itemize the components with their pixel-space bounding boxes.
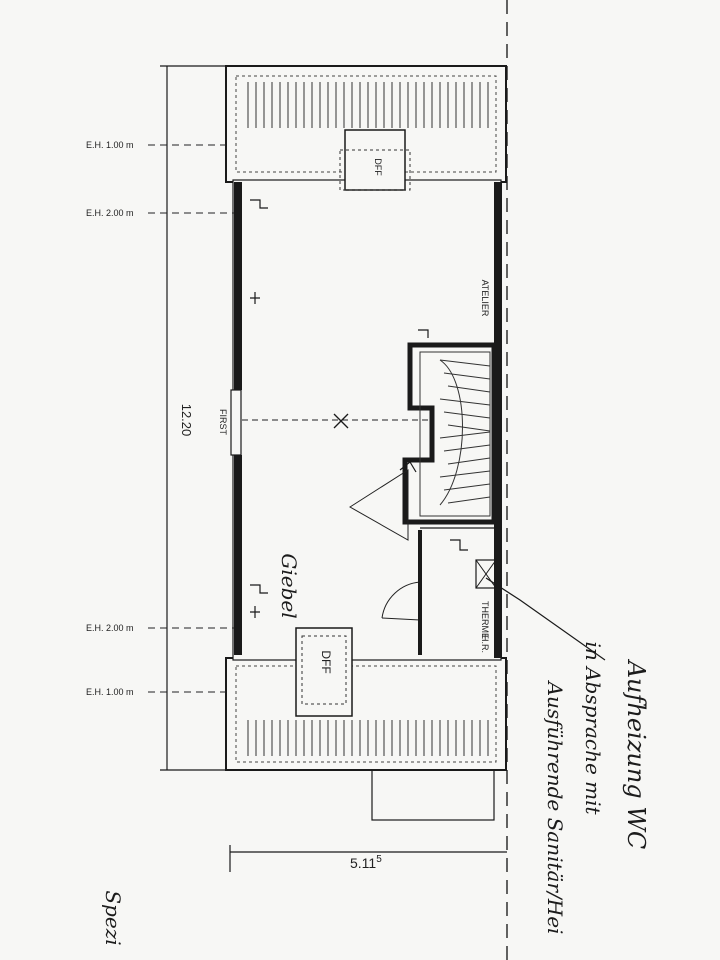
stair-tread	[443, 411, 491, 419]
handwriting-corner: Spezi	[101, 890, 125, 945]
width-dimension: 5.115	[350, 854, 382, 871]
handwriting-line-3: Ausführende Sanitär/Hei	[543, 680, 567, 935]
heizung-short-label: H.R.	[480, 635, 490, 653]
first-label: FIRST	[218, 409, 228, 436]
handwriting-line-2: in Absprache mit	[581, 641, 605, 815]
staircase	[402, 342, 497, 525]
roof-bottom	[225, 657, 507, 771]
dachfenster-top-label: DFF	[373, 158, 383, 176]
stair-tread	[443, 483, 491, 491]
atelier-label: ATELIER	[480, 280, 490, 317]
eh-bot-2: E.H. 2.00 m	[86, 623, 134, 633]
balcony-outline	[371, 769, 495, 821]
stair-tread	[447, 496, 491, 504]
dimension-vertical	[160, 65, 226, 771]
door-swing-left	[349, 469, 409, 541]
socket-icons	[250, 199, 468, 618]
therme-label: THERME	[480, 601, 490, 639]
stair-tread	[447, 457, 491, 465]
eh-top-2: E.H. 2.00 m	[86, 208, 134, 218]
stair-tread	[443, 444, 491, 452]
eh-top-1: E.H. 1.00 m	[86, 140, 134, 150]
dormer-window-bottom: DFF	[295, 627, 353, 717]
roof-top	[225, 65, 507, 183]
stair-tread	[447, 385, 491, 393]
ceiling-light-icon	[333, 413, 349, 429]
eave-height-lines	[148, 144, 234, 693]
dimension-horizontal	[229, 845, 507, 872]
dormer-window-top: DFF	[339, 129, 411, 191]
eh-bot-1: E.H. 1.00 m	[86, 687, 134, 697]
handwriting-arrow	[485, 577, 606, 661]
first-window: FIRST	[218, 389, 242, 456]
handwriting-giebel: Giebel	[277, 553, 301, 618]
dachfenster-bottom-label: DFF	[319, 650, 333, 673]
handwriting-line-1: Aufheizung WC	[622, 659, 650, 850]
stair-tread	[439, 470, 491, 478]
overall-dimension: 12.20	[179, 404, 194, 437]
stair-tread	[439, 398, 491, 406]
stair-tread	[439, 431, 491, 439]
stair-tread	[439, 359, 491, 367]
technical-room	[418, 527, 497, 655]
stair-tread	[447, 424, 491, 432]
